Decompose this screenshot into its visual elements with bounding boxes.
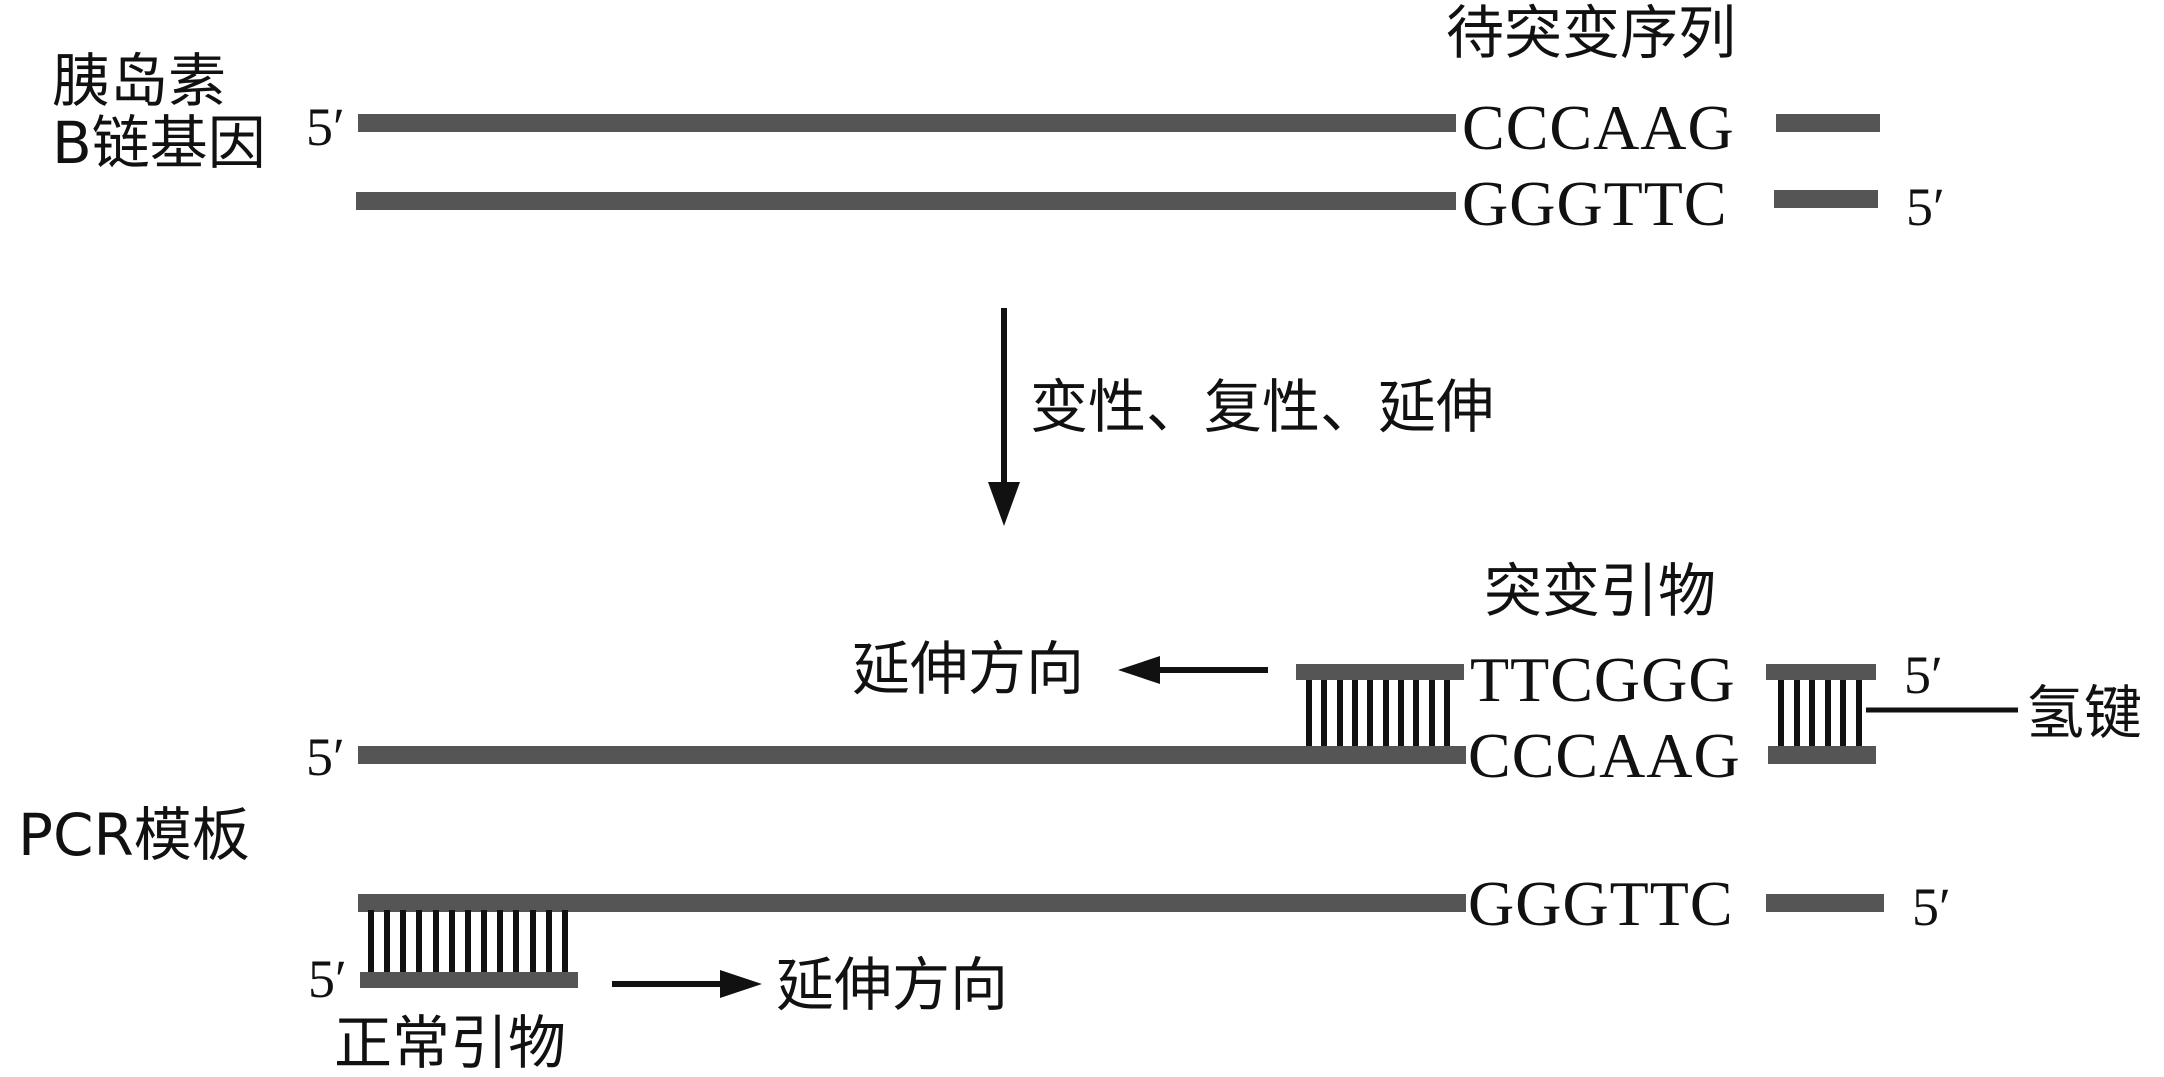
lower-mutation-sequence: GGGTTC	[1462, 168, 1728, 239]
extension-arrow-left	[1118, 656, 1268, 684]
hbond-group-left	[1306, 680, 1450, 746]
normal-primer-strand	[360, 972, 578, 988]
mutant-primer-label: 突变引物	[1484, 557, 1717, 625]
upper-mutation-sequence: CCCAAG	[1462, 92, 1735, 163]
template-lower-strand-left	[358, 894, 1466, 912]
mutant-primer-sequence: TTCGGG	[1470, 644, 1736, 715]
normal-primer-label: 正常引物	[334, 1009, 567, 1077]
template-upper-strand-left	[358, 746, 1466, 764]
template-lower-5prime: 5′	[1912, 877, 1951, 937]
normal-primer-5prime: 5′	[308, 949, 347, 1009]
lower-strand-left	[356, 192, 1456, 210]
hbond-group-normal	[368, 910, 568, 972]
template-label: PCR模板	[18, 801, 250, 869]
template-upper-strand-right	[1768, 746, 1876, 764]
template-upper-sequence: CCCAAG	[1468, 720, 1741, 791]
extension-right-label: 延伸方向	[776, 951, 1009, 1019]
upper-strand-5prime: 5′	[306, 97, 345, 157]
process-step-label: 变性、复性、延伸	[1030, 373, 1495, 441]
process-arrow	[988, 308, 1020, 526]
mutant-primer-left	[1296, 664, 1464, 680]
gene-label-line2: B链基因	[52, 109, 266, 177]
extension-arrow-right	[612, 970, 762, 998]
hbond-label: 氢键	[2026, 679, 2143, 747]
template-lower-sequence: GGGTTC	[1468, 868, 1734, 939]
mutant-primer-right	[1766, 664, 1876, 680]
upper-strand-left	[358, 114, 1456, 132]
mutant-primer-5prime: 5′	[1904, 645, 1943, 705]
extension-left-label: 延伸方向	[852, 635, 1085, 703]
template-lower-strand-right	[1766, 894, 1884, 912]
upper-strand-right	[1776, 114, 1880, 132]
mutation-site-label: 待突变序列	[1446, 0, 1737, 67]
template-upper-5prime: 5′	[306, 727, 345, 787]
lower-strand-right	[1774, 190, 1878, 208]
hbond-group-right	[1778, 680, 1862, 746]
lower-strand-5prime: 5′	[1906, 177, 1945, 237]
gene-label-line1: 胰岛素	[52, 47, 227, 115]
